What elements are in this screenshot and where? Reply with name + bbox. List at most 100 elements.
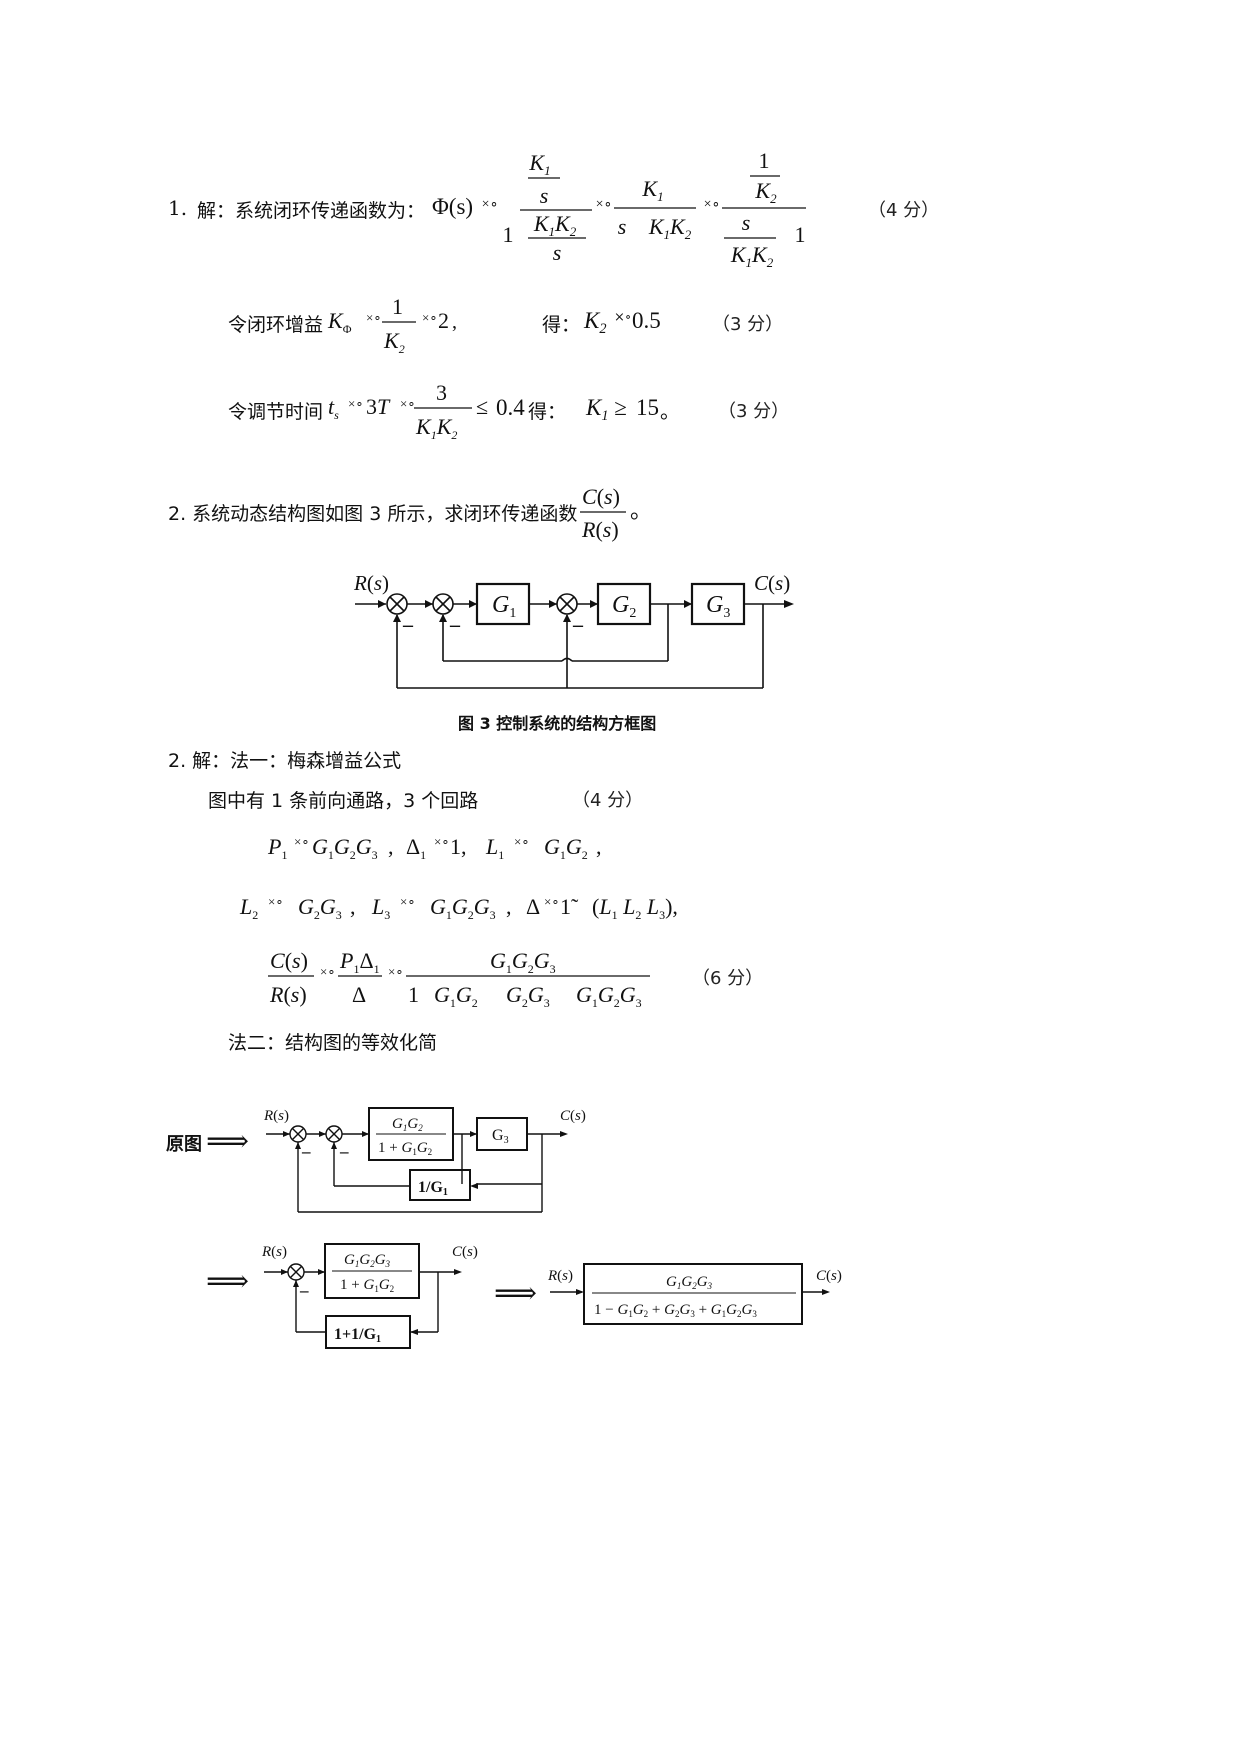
sol2-sub-score: （4 分）	[572, 790, 644, 811]
reduction-diagram-2: R(s) C(s) G1G2G3 1 + G1G2 1+1/G1 –	[260, 1238, 490, 1354]
svg-text:,: ,	[350, 894, 356, 919]
fig3-g2: G2	[612, 592, 636, 621]
svg-text:×∘: ×∘	[482, 197, 498, 212]
svg-text:×∘: ×∘	[596, 197, 613, 212]
arrow-2: ⟹	[206, 1264, 250, 1299]
sol2-method2: 法二：结构图的等效化简	[228, 1032, 438, 1054]
yuantu-label: 原图	[166, 1134, 202, 1155]
q1-phi: Φ(s)	[432, 194, 474, 219]
svg-text:1: 1	[759, 148, 770, 173]
svg-text:1: 1	[408, 982, 419, 1007]
svg-text:(L1 L2 L3),: (L1 L2 L3),	[592, 894, 678, 922]
svg-text:G2G3: G2G3	[506, 982, 550, 1010]
svg-text:–: –	[339, 1142, 349, 1161]
q1-k2-eq: ×∘	[614, 310, 632, 325]
svg-text:–: –	[299, 1281, 309, 1300]
arrow-1: ⟹	[206, 1124, 250, 1159]
q1-k2-value: 0.5	[632, 308, 661, 333]
svg-text:K2: K2	[383, 328, 405, 356]
fig3-g3: G3	[706, 592, 730, 621]
svg-text:C(s): C(s)	[452, 1244, 478, 1260]
q1-settle-text: 令调节时间	[228, 401, 324, 423]
sol2-subheading: 图中有 1 条前向通路，3 个回路	[208, 790, 479, 812]
svg-text:×∘: ×∘	[514, 834, 529, 849]
svg-text:L3: L3	[371, 894, 390, 922]
svg-text:G1G2G3: G1G2G3	[666, 1274, 713, 1291]
figure-3-diagram: R(s) C(s) G1 G2 G3 – – –	[350, 570, 810, 700]
svg-text:×∘: ×∘	[348, 396, 363, 411]
svg-text:1: 1	[503, 222, 514, 247]
figure-3-svg: R(s) C(s) G1 G2 G3 – – –	[353, 571, 794, 689]
q1-gain-result-text: 得：	[542, 314, 581, 336]
sol2-heading: 2. 解：法一：梅森增益公式	[168, 750, 402, 772]
q2-question: 2. 系统动态结构图如图 3 所示，求闭环传递函数	[168, 503, 578, 525]
svg-text:3: 3	[436, 380, 447, 405]
svg-text:1: 1	[795, 222, 806, 247]
svg-text:G1G2: G1G2	[392, 1116, 423, 1133]
svg-text:–: –	[301, 1142, 311, 1161]
reduction-1-svg: R(s) C(s) G1G2 1 + G1G2 G3 1/G1 – –	[263, 1107, 586, 1213]
mason-line-2: L2 ×∘ G2G3 , L3 ×∘ G1G2G3 , Δ ×∘ 1̃ (L1 …	[238, 888, 738, 928]
svg-text:C(s): C(s)	[816, 1268, 842, 1284]
svg-text:1,: 1,	[450, 834, 467, 859]
q1-settle-result-text: 得：	[528, 401, 567, 423]
svg-text:G1G2G3: G1G2G3	[430, 894, 496, 922]
svg-text:K1K2: K1K2	[415, 414, 457, 442]
q1-gain-text: 令闭环增益	[228, 314, 324, 336]
svg-text:×∘: ×∘	[704, 197, 721, 212]
svg-text:s: s	[742, 210, 751, 235]
figure-3-caption: 图 3 控制系统的结构方框图	[458, 714, 657, 733]
svg-text:×∘: ×∘	[400, 894, 415, 909]
svg-text:1: 1	[392, 294, 403, 319]
svg-text:×∘: ×∘	[320, 964, 335, 979]
svg-text:KΦ: KΦ	[327, 308, 352, 336]
fig3-c-label: C(s)	[754, 571, 790, 595]
q1-period: 。	[660, 399, 680, 423]
svg-text:×∘: ×∘	[434, 834, 449, 849]
svg-text:2: 2	[438, 308, 449, 333]
svg-text:–: –	[449, 614, 461, 636]
q1-line2-score: （3 分）	[712, 314, 784, 335]
svg-text:L2: L2	[239, 894, 258, 922]
q2-fraction: C(s) R(s) 。	[578, 482, 658, 544]
svg-text:×∘: ×∘	[388, 964, 403, 979]
svg-text:s: s	[553, 240, 562, 265]
q1-settle-cond: 0.4	[496, 395, 525, 420]
svg-text:P1: P1	[267, 834, 287, 862]
svg-text:G1G2G3: G1G2G3	[490, 948, 556, 976]
svg-text:≤: ≤	[476, 394, 488, 419]
mason-line-1: P1 ×∘ G1G2G3 , Δ1 ×∘ 1, L1 ×∘ G1G2 ,	[266, 828, 626, 868]
svg-text:R(s): R(s)	[269, 982, 307, 1007]
svg-text:G1G2: G1G2	[544, 834, 588, 862]
svg-text:C(s): C(s)	[270, 948, 308, 973]
q1-transfer-function-expr: ×∘ K1 s 1 K1K2 s ×∘ K1 s K1K2 ×∘ 1 K2 s …	[482, 148, 822, 270]
svg-text:R(s): R(s)	[263, 1108, 289, 1124]
svg-text:×∘: ×∘	[294, 834, 309, 849]
fig3-g1: G1	[492, 592, 516, 621]
svg-text:,: ,	[506, 894, 512, 919]
svg-text:Δ: Δ	[526, 894, 540, 919]
svg-text:ts: ts	[328, 394, 339, 422]
svg-text:C(s): C(s)	[560, 1108, 586, 1124]
svg-text:,: ,	[596, 834, 602, 859]
svg-text:。: 。	[630, 498, 652, 523]
svg-text:×∘: ×∘	[544, 894, 559, 909]
svg-text:×∘: ×∘	[422, 310, 437, 325]
svg-text:R(s): R(s)	[581, 517, 619, 542]
svg-text:G1G2G3: G1G2G3	[576, 982, 642, 1010]
q1-k1-value: 15	[636, 395, 659, 420]
svg-text:L1: L1	[485, 834, 504, 862]
svg-text:×∘: ×∘	[400, 396, 415, 411]
svg-text:G1G2: G1G2	[434, 982, 478, 1010]
svg-text:1̃: 1̃	[560, 894, 579, 919]
svg-text:,: ,	[388, 834, 394, 859]
mason-line-2-svg: L2 ×∘ G2G3 , L3 ×∘ G1G2G3 , Δ ×∘ 1̃ (L1 …	[239, 894, 678, 922]
svg-text:K1K2: K1K2	[648, 214, 692, 242]
svg-text:K1: K1	[641, 176, 663, 204]
reduction-2-svg: R(s) C(s) G1G2G3 1 + G1G2 1+1/G1 –	[261, 1243, 478, 1349]
svg-text:s: s	[540, 183, 549, 208]
svg-text:K1K2: K1K2	[533, 211, 577, 239]
q1-k2-label: K2	[584, 308, 607, 337]
q1-fraction-graphic: ×∘ K1 s 1 K1K2 s ×∘ K1 s K1K2 ×∘ 1 K2 s …	[482, 148, 806, 270]
q1-gain-graphic: KΦ ×∘ 1 K2 ×∘ 2 ,	[327, 294, 457, 356]
